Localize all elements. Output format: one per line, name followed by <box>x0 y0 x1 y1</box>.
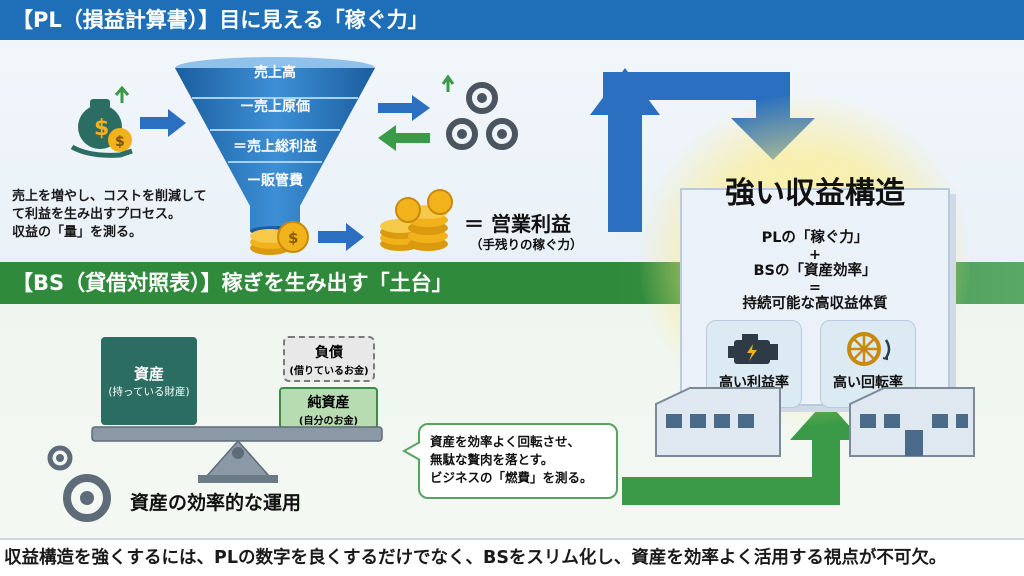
asset-title: 資産 <box>133 365 164 383</box>
formula-plus: + <box>808 247 822 263</box>
footer-summary: 収益構造を強くするには、PLの数字を良くするだけでなく、BSをスリム化し、資産を… <box>0 538 1024 576</box>
gears-icon <box>47 445 111 522</box>
debt-box: 負債 (借りているお金) <box>283 336 375 382</box>
pl-description-line: 収益の「量」を測る。 <box>12 225 143 240</box>
gears-icon <box>441 74 518 150</box>
svg-text:$: $ <box>94 116 109 141</box>
svg-text:$: $ <box>288 229 298 247</box>
coins-icon: $ <box>250 221 309 255</box>
funnel-sga: ー販管費 <box>247 173 303 189</box>
wheel-icon <box>847 332 891 366</box>
pl-description-line: 売上を増やし、コストを削減して <box>12 189 207 204</box>
equity-sub: (自分のお金) <box>298 416 359 427</box>
strong-structure-title: 強い収益構造 <box>725 176 905 211</box>
funnel-gross-profit: ＝売上総利益 <box>233 139 317 155</box>
formula-pl: PLの「稼ぐ力」 <box>761 230 869 246</box>
asset-operation-label: 資産の効率的な運用 <box>130 492 302 514</box>
operating-profit-label: ＝ 営業利益 <box>464 212 571 236</box>
callout-line: ビジネスの「燃費」を測る。 <box>430 470 593 485</box>
formula-result: 持続可能な高収益体質 <box>742 296 888 312</box>
formula-bs: BSの「資産効率」 <box>753 263 877 279</box>
funnel-cogs: ー売上原価 <box>240 99 310 115</box>
formula-equals: = <box>808 280 822 296</box>
callout-pointer <box>402 441 421 461</box>
svg-text:$: $ <box>115 134 125 150</box>
bs-callout: 資産を効率よく回転させ、 無駄な贅肉を落とす。 ビジネスの「燃費」を測る。 <box>418 423 618 499</box>
debt-sub: (借りているお金) <box>289 366 369 377</box>
equity-title: 純資産 <box>307 395 350 411</box>
equity-box: 純資産 (自分のお金) <box>279 387 378 429</box>
debt-title: 負債 <box>315 345 343 361</box>
callout-line: 資産を効率よく回転させ、 <box>430 434 581 449</box>
funnel-diagram <box>175 57 375 236</box>
operating-profit-sub: （手残りの稼ぐ力） <box>470 237 583 252</box>
pl-description-line: て利益を生み出すプロセス。 <box>12 207 182 222</box>
money-bag-icon: $ $ <box>70 85 133 158</box>
asset-sub: (持っている財産) <box>108 386 190 398</box>
factory-buildings-icon <box>655 387 975 457</box>
engine-icon <box>728 334 778 364</box>
arrow-right-icon <box>140 109 186 137</box>
balance-scale-icon <box>91 426 383 483</box>
arrow-right-icon <box>318 223 364 251</box>
coin-stack-icon <box>380 189 453 251</box>
asset-box: 資産 (持っている財産) <box>101 337 197 425</box>
pl-description: 売上を増やし、コストを削減して て利益を生み出すプロセス。 収益の「量」を測る。 <box>12 188 242 242</box>
callout-line: 無駄な贅肉を落とす。 <box>430 452 554 467</box>
formula: PLの「稼ぐ力」 + BSの「資産効率」 = 持続可能な高収益体質 <box>680 228 950 315</box>
funnel-sales: 売上高 <box>254 65 296 81</box>
pl-header: 【PL（損益計算書）】目に見える「稼ぐ力」 <box>0 0 1024 40</box>
exchange-arrows-icon <box>378 95 430 151</box>
